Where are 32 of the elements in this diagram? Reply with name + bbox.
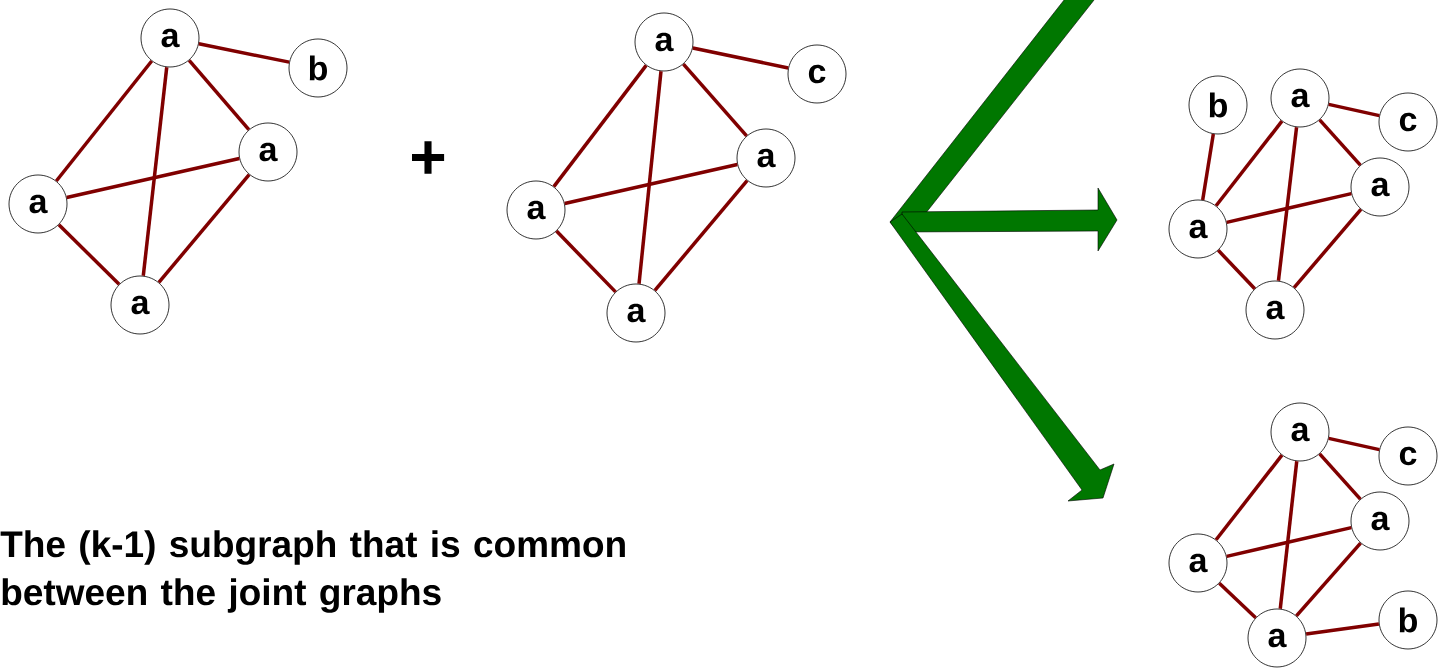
graph-edge bbox=[1318, 118, 1362, 167]
graph-edge bbox=[1226, 525, 1352, 559]
graph-edge bbox=[157, 173, 251, 284]
graph-edge bbox=[1295, 541, 1362, 618]
graph-edge bbox=[66, 156, 240, 200]
graph-edge bbox=[1305, 622, 1380, 636]
plus-sign: + bbox=[412, 141, 445, 174]
graph-edge bbox=[1200, 133, 1216, 201]
graph-edge bbox=[653, 179, 749, 292]
caption-text: The (k-1) subgraph that is common between the joint graphs bbox=[0, 530, 625, 613]
graph-edge bbox=[141, 67, 169, 276]
graph-edge bbox=[1217, 249, 1256, 290]
graph-edge bbox=[552, 64, 648, 188]
graph-edge bbox=[1214, 454, 1284, 541]
graph-edge bbox=[57, 223, 121, 286]
graph-edge bbox=[187, 59, 251, 131]
graph-edge bbox=[1214, 120, 1284, 207]
graph-edge bbox=[1218, 581, 1257, 619]
graph-edge bbox=[1328, 102, 1380, 118]
graph-edge bbox=[198, 42, 290, 64]
graph-edge bbox=[1292, 208, 1363, 289]
graph-edge bbox=[1276, 127, 1299, 281]
graph-edge bbox=[682, 62, 748, 138]
graph-edge bbox=[54, 59, 154, 183]
graph-edge bbox=[564, 162, 738, 206]
graph-edge bbox=[1318, 452, 1362, 501]
graph-edge bbox=[1328, 436, 1380, 452]
graph-edge bbox=[1226, 191, 1352, 225]
graph-edge bbox=[692, 46, 789, 70]
graph-edge bbox=[1278, 461, 1299, 609]
graph-edge bbox=[637, 71, 663, 284]
graph-edge bbox=[555, 229, 617, 294]
